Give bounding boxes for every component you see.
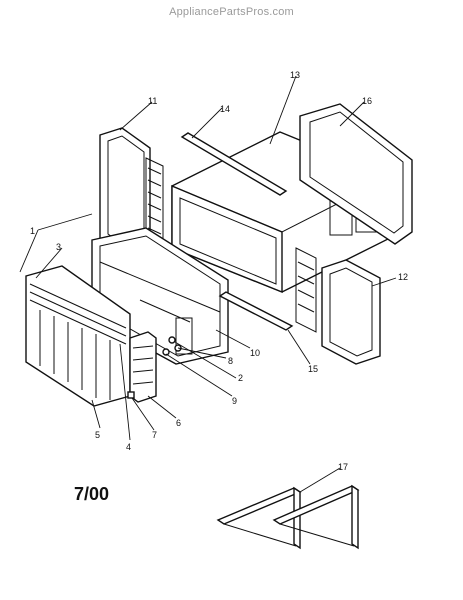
mounting-bracket	[216, 484, 360, 550]
callout-3: 3	[56, 242, 61, 252]
callout-8: 8	[228, 356, 233, 366]
callout-6: 6	[176, 418, 181, 428]
leader-lines	[19, 75, 397, 493]
callout-14: 14	[220, 104, 230, 114]
callout-1: 1	[30, 226, 35, 236]
front-grille	[25, 265, 131, 407]
louver-door	[129, 331, 157, 403]
side-curtain-left	[99, 127, 164, 258]
callout-5: 5	[95, 430, 100, 440]
control-knobs	[162, 336, 182, 356]
callout-12: 12	[398, 272, 408, 282]
callout-10: 10	[250, 348, 260, 358]
bottom-rail	[218, 291, 294, 331]
callout-15: 15	[308, 364, 318, 374]
callout-11: 11	[148, 96, 157, 106]
callout-7: 7	[152, 430, 157, 440]
callout-9: 9	[232, 396, 237, 406]
callout-4: 4	[126, 442, 131, 452]
watermark: AppliancePartsPros.com	[169, 6, 294, 18]
callout-17: 17	[338, 462, 348, 472]
callout-13: 13	[290, 70, 300, 80]
callout-2: 2	[238, 373, 243, 383]
callout-16: 16	[362, 96, 372, 106]
small-knob	[127, 391, 135, 399]
side-curtain-right	[321, 259, 381, 365]
top-rail	[180, 132, 288, 196]
rear-gasket-frame	[299, 103, 413, 245]
cabinet-side-louvers	[295, 247, 317, 333]
date-code: 7/00	[74, 484, 110, 504]
